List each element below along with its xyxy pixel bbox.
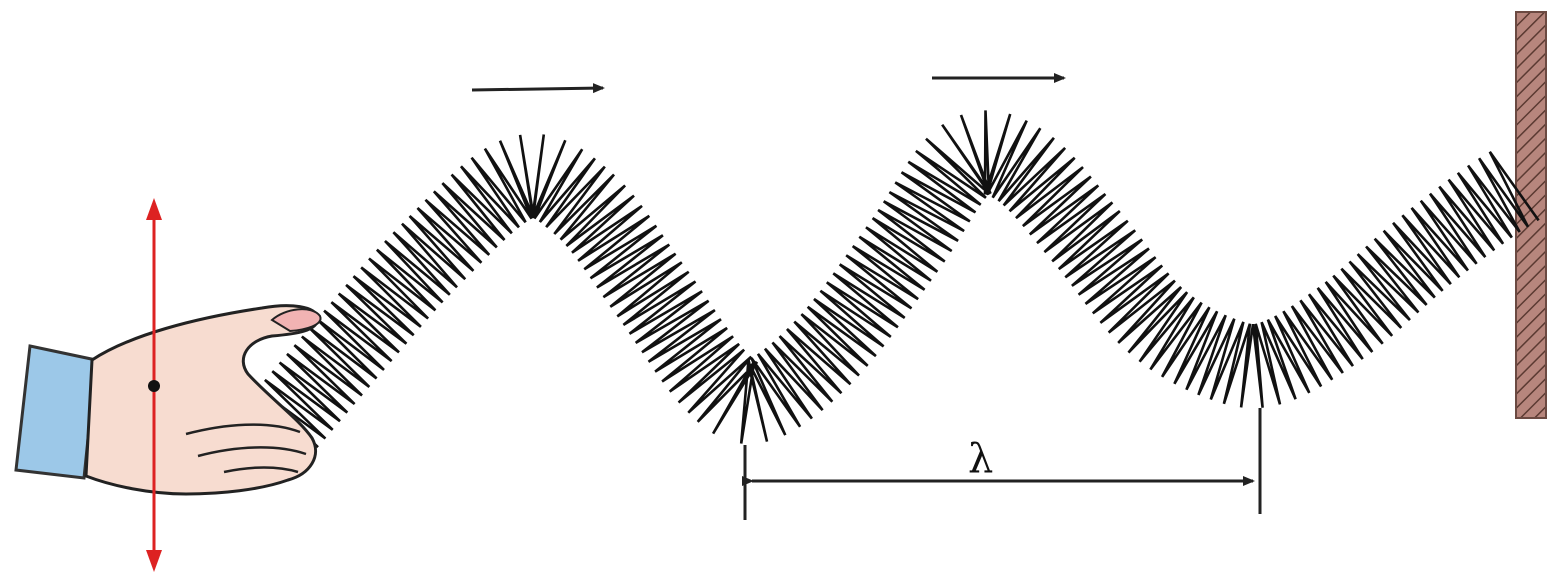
oscillation-arrow bbox=[146, 198, 162, 572]
wavelength-label: λ bbox=[968, 436, 993, 482]
spring-coil-path bbox=[258, 110, 1539, 447]
direction-arrows bbox=[472, 78, 1064, 90]
slinky-spring bbox=[258, 110, 1539, 447]
sleeve-icon bbox=[16, 346, 96, 478]
direction-arrow-left bbox=[472, 88, 603, 90]
wavelength-marker bbox=[745, 408, 1260, 520]
